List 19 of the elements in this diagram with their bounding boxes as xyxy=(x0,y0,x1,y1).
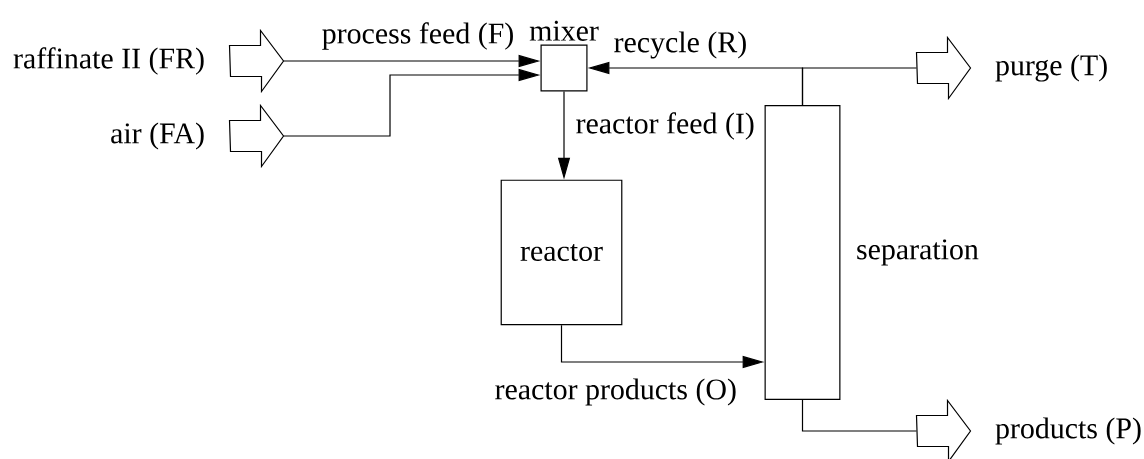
node-label: separation xyxy=(857,239,979,266)
stream-label: raffinate II (FR) xyxy=(13,47,204,75)
separation-column: separation xyxy=(764,104,979,401)
edge-label: reactor products (O) xyxy=(495,378,736,406)
edge-label: reactor feed (I) xyxy=(576,112,754,140)
stream-label: products (P) xyxy=(995,417,1141,445)
block-arrow xyxy=(915,398,972,459)
reactor-box: reactor xyxy=(500,179,623,326)
block-arrow xyxy=(228,103,285,169)
edge-label: recycle (R) xyxy=(614,31,746,59)
stream-label: purge (T) xyxy=(995,54,1107,82)
edge-label: process feed (F) xyxy=(322,22,513,50)
flow-line xyxy=(801,399,918,432)
mixer-box: mixer xyxy=(529,20,599,92)
block-arrow xyxy=(228,28,285,94)
stream-label: air (FA) xyxy=(111,122,204,150)
block-arrow xyxy=(915,35,972,101)
node-label: mixer xyxy=(529,20,599,41)
flow-line xyxy=(801,67,918,106)
